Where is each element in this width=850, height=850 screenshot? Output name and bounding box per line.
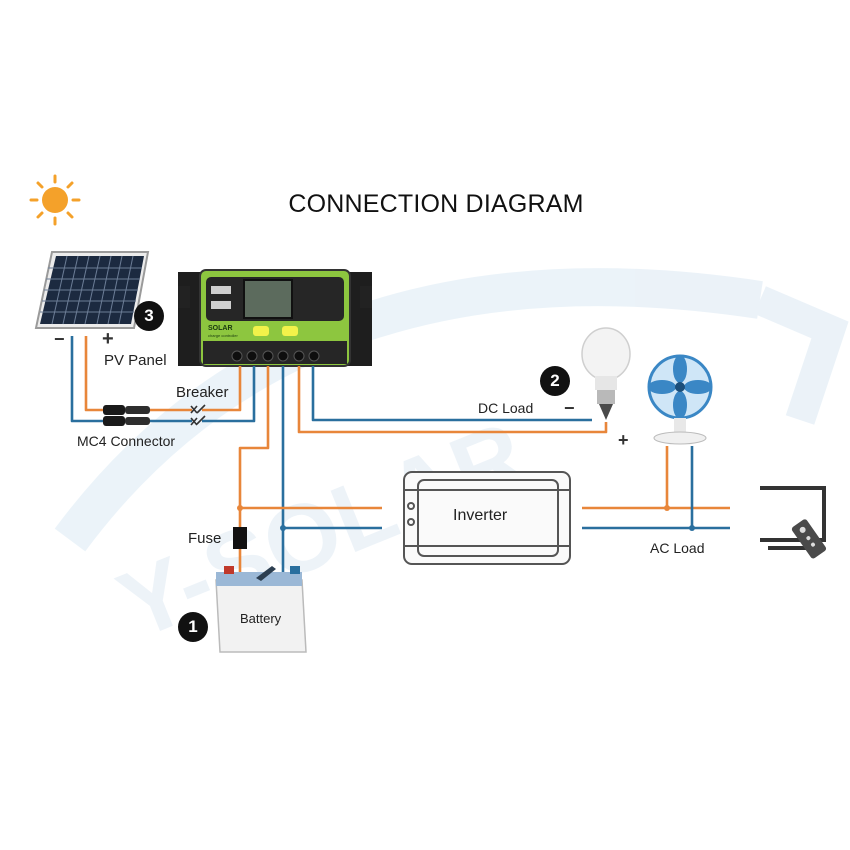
pv-negative-wire: [70, 336, 113, 423]
fuse-icon: [233, 527, 247, 549]
mc4-connector-icon: [103, 405, 150, 426]
pv-minus-sign: −: [54, 329, 65, 349]
dc-load-negative-wire: [311, 366, 592, 422]
dc-load-minus-sign: −: [564, 398, 575, 418]
charge-controller: [178, 269, 372, 367]
light-bulb-icon: [581, 327, 631, 420]
ac-load-label: AC Load: [650, 540, 705, 556]
pv-plus-sign: +: [102, 328, 114, 350]
breaker-negative-wire: [202, 366, 256, 423]
battery-positive-wire: [238, 366, 270, 528]
diagram-title: CONNECTION DIAGRAM: [288, 190, 584, 218]
fuse-label: Fuse: [188, 530, 222, 547]
sun-icon: [29, 174, 81, 226]
inverter-label: Inverter: [453, 507, 508, 524]
battery-icon: [215, 566, 307, 653]
dc-load-positive-wire: [297, 366, 608, 434]
controller-brand: SOLAR: [208, 325, 233, 332]
step-badge-2: 2: [540, 366, 570, 396]
wire-junctions: [237, 505, 695, 531]
dc-load-plus-sign: +: [618, 430, 629, 450]
tv-icon: [760, 486, 826, 550]
controller-subtitle: charge controller: [208, 333, 238, 338]
remote-control-icon: [791, 519, 827, 559]
mc4-connector-label: MC4 Connector: [77, 433, 176, 449]
solar-panel-icon: [34, 251, 150, 329]
battery-label: Battery: [240, 611, 282, 626]
breaker-icon: [190, 404, 206, 426]
step-badge-3: 3: [134, 301, 164, 331]
wiring: [70, 336, 730, 572]
dc-load-label: DC Load: [478, 400, 534, 416]
fan-icon: [647, 354, 713, 445]
pv-panel-label: PV Panel: [104, 352, 167, 369]
step-badge-1: 1: [178, 612, 208, 642]
inverter-icon: [403, 471, 571, 565]
breaker-positive-wire: [202, 366, 242, 412]
breaker-label: Breaker: [176, 384, 229, 401]
